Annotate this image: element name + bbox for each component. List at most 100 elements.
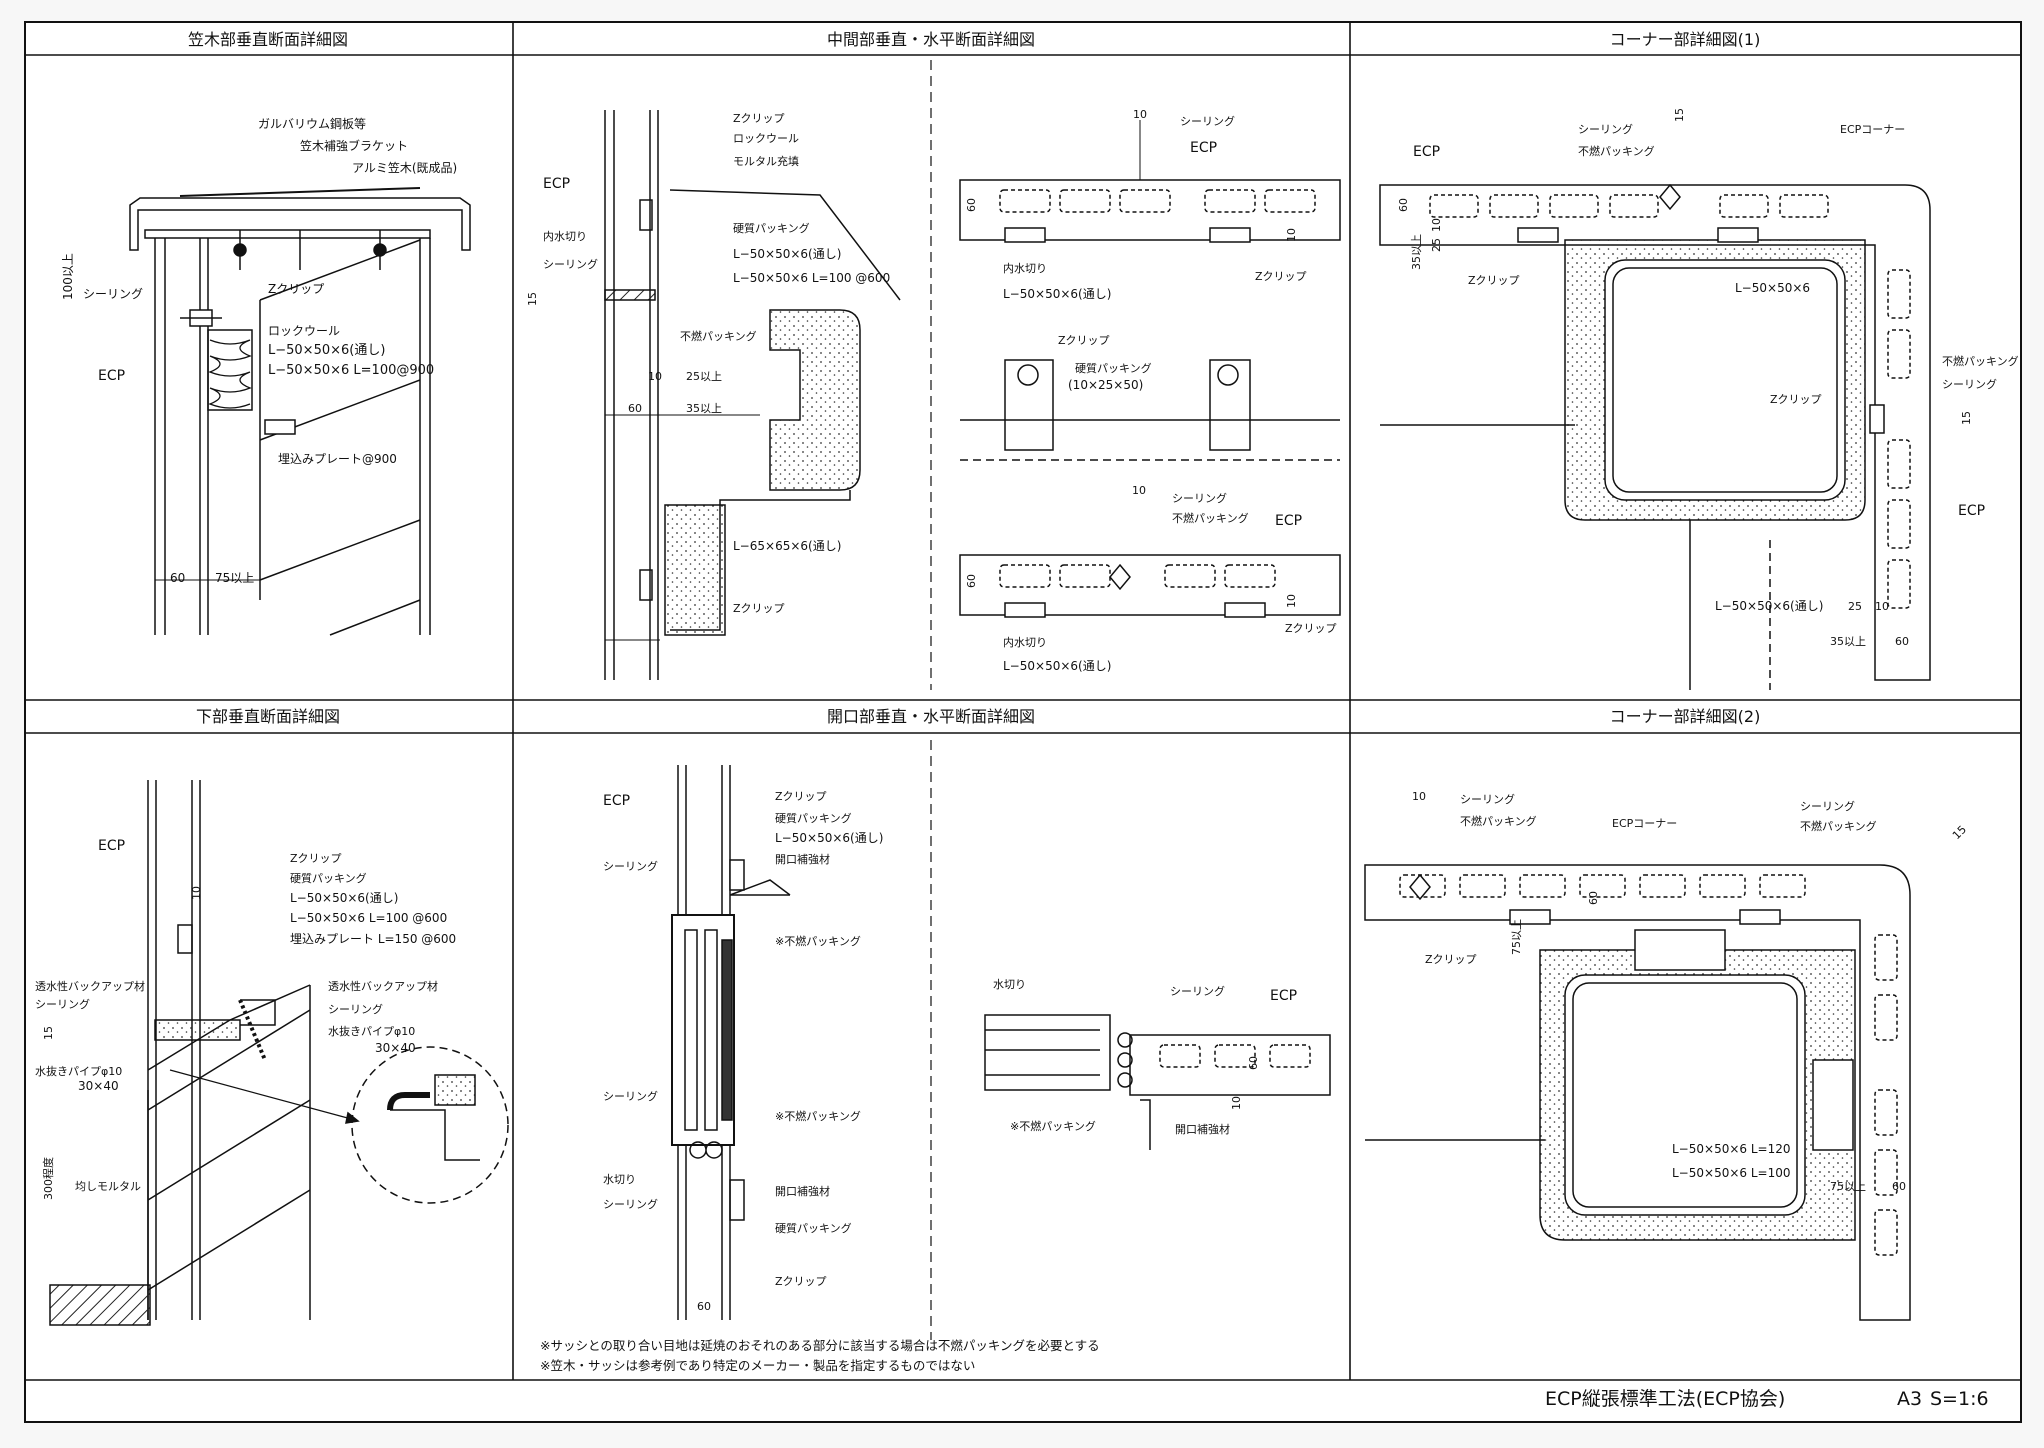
backup-label: 透水性バックアップ材 — [35, 979, 145, 993]
b-dim60-label: 60 — [965, 574, 978, 588]
h-ecp-label: ECP — [1190, 140, 1217, 156]
dim75b-label: 75以上 — [1830, 1180, 1866, 1193]
dim75-label: 75以上 — [215, 571, 254, 585]
dim10-label: 10 — [1412, 790, 1426, 803]
h-dim10-label: 10 — [1230, 1096, 1243, 1110]
corner1-labels: シーリング 不燃パッキング 15 ECPコーナー ECP 60 10 25 35… — [1397, 108, 2019, 648]
h-funen-label: ※不燃パッキング — [1010, 1119, 1096, 1133]
note2-label: ※笠木・サッシは参考例であり特定のメーカー・製品を指定するものではない — [540, 1358, 975, 1373]
chukan-drawing — [604, 110, 1341, 680]
panel-title-kabu: 下部垂直断面詳細図 — [196, 707, 340, 726]
backup2-label: 透水性バックアップ材 — [328, 979, 438, 993]
footer-title: ECP縦張標準工法(ECP協会) — [1545, 1388, 1785, 1410]
dim35-label: 35以上 — [686, 402, 722, 415]
dim15-label: 15 — [1673, 108, 1686, 122]
footer-size: A3 — [1897, 1388, 1922, 1410]
m-zclip-label: Zクリップ — [1058, 334, 1110, 347]
h-dim60-label: 60 — [1247, 1056, 1260, 1070]
angle1-label: L−50×50×6 L=120 — [1672, 1142, 1790, 1156]
ecp-label: ECP — [1413, 144, 1440, 160]
angle1-label: L−50×50×6(通し) — [290, 891, 398, 905]
zclip-label: Zクリップ — [268, 282, 324, 296]
kabu-labels: ECP Zクリップ 10 硬質パッキング L−50×50×6(通し) L−50×… — [35, 838, 456, 1200]
sealing-label: シーリング — [83, 287, 143, 301]
h-hokyo-label: 開口補強材 — [1175, 1122, 1230, 1136]
angle1-label: L−50×50×6(通し) — [733, 247, 841, 261]
h-dim10b-label: 10 — [1285, 228, 1298, 242]
funen2-label: 不燃パッキング — [1800, 819, 1877, 833]
h-angle-label: L−50×50×6(通し) — [1003, 287, 1111, 301]
dim10-label: 10 — [190, 886, 203, 900]
h-mizukiri-label: 水切り — [993, 978, 1026, 991]
dim60-label: 60 — [1397, 198, 1410, 212]
kaiko-labels: ECP Zクリップ 硬質パッキング L−50×50×6(通し) 開口補強材 シー… — [540, 790, 1297, 1373]
sealing-label: シーリング — [603, 859, 658, 873]
mizukiri-label: 水切り — [603, 1173, 636, 1186]
zclip-label: Zクリップ — [290, 852, 342, 865]
angle2-label: L−50×50×6 L=100@900 — [268, 363, 434, 378]
zclip-label: Zクリップ — [733, 112, 785, 125]
footer-scale: S=1:6 — [1930, 1388, 1989, 1410]
sealing-label: シーリング — [543, 257, 598, 271]
funen-label: 不燃パッキング — [680, 329, 757, 343]
zclip2-label: Zクリップ — [733, 602, 785, 615]
corner1-drawing — [1379, 183, 1931, 690]
panel-title-corner2: コーナー部詳細図(2) — [1610, 707, 1761, 726]
dim60b-label: 60 — [1892, 1180, 1906, 1193]
h-ecp-label: ECP — [1270, 988, 1297, 1004]
b-funen-label: 不燃パッキング — [1172, 511, 1249, 525]
corner2-drawing — [1364, 864, 1911, 1321]
panel-title-corner1: コーナー部詳細図(1) — [1610, 30, 1761, 49]
funen-label: 不燃パッキング — [1578, 144, 1655, 158]
dim15-label: 15 — [42, 1026, 55, 1040]
dim60-label: 60 — [1587, 891, 1600, 905]
angle-label: L−50×50×6 — [1735, 281, 1810, 295]
mortar-label: 均しモルタル — [75, 1180, 141, 1193]
chukan-labels: Zクリップ ロックウール モルタル充填 ECP 硬質パッキング L−50×50×… — [526, 108, 1337, 673]
dim10-label: 10 — [648, 370, 662, 383]
zclip2-label: Zクリップ — [775, 1275, 827, 1288]
ecp-label: ECP — [603, 793, 630, 809]
uchimizukiri-label: 内水切り — [543, 229, 587, 243]
funen-label: 不燃パッキング — [1460, 814, 1537, 828]
packing-label: 硬質パッキング — [290, 871, 367, 885]
packing-label: 硬質パッキング — [733, 221, 810, 235]
ecp-label: ECP — [98, 368, 125, 384]
dim60-label: 60 — [170, 571, 185, 585]
h-dim10-label: 10 — [1133, 108, 1147, 121]
dim15-label: 15 — [526, 292, 539, 306]
alumi-label: アルミ笠木(既成品) — [352, 160, 457, 175]
rockwool-label: ロックウール — [733, 132, 799, 145]
h-uchimizukiri-label: 内水切り — [1003, 261, 1047, 275]
dim10b-label: 10 — [1875, 600, 1889, 613]
sealing2-label: シーリング — [603, 1089, 658, 1103]
b-angle-label: L−50×50×6(通し) — [1003, 659, 1111, 673]
packing-label: 硬質パッキング — [775, 811, 852, 825]
zclip-label: Zクリップ — [1425, 953, 1477, 966]
funen2-label: 不燃パッキング — [1942, 354, 2019, 368]
sealing2-label: シーリング — [328, 1002, 383, 1016]
dim60b-label: 60 — [1895, 635, 1909, 648]
galvalume-label: ガルバリウム鋼板等 — [258, 117, 366, 131]
dim60-label: 60 — [628, 402, 642, 415]
angle2-label: L−50×50×6 L=100 @600 — [733, 271, 890, 285]
corner2-labels: 10 シーリング 不燃パッキング ECPコーナー シーリング 不燃パッキング 1… — [1412, 790, 1969, 1193]
angle2-label: L−50×50×6 L=100 @600 — [290, 911, 447, 925]
sealing2-label: シーリング — [1800, 799, 1855, 813]
kabu-drawing — [49, 780, 509, 1326]
sealing2-label: シーリング — [1942, 377, 1997, 391]
sealing-label: シーリング — [1460, 792, 1515, 806]
b-uchimizukiri-label: 内水切り — [1003, 635, 1047, 649]
kasagi-labels: ガルバリウム鋼板等 笠木補強ブラケット アルミ笠木(既成品) 100以上 シーリ… — [61, 117, 457, 585]
sealing-label: シーリング — [1578, 122, 1633, 136]
angle1-label: L−50×50×6(通し) — [268, 343, 385, 358]
ecp2-label: ECP — [1958, 503, 1985, 519]
dim75-label: 75以上 — [1510, 919, 1523, 955]
funen-label: ※不燃パッキング — [775, 934, 861, 948]
rockwool-label: ロックウール — [268, 324, 340, 338]
plate-label: 埋込みプレート L=150 @600 — [290, 932, 456, 946]
b-ecp-label: ECP — [1275, 513, 1302, 529]
dim15b-label: 15 — [1960, 411, 1973, 425]
angle2-label: L−50×50×6(通し) — [1715, 599, 1823, 613]
dim25-label: 25以上 — [686, 370, 722, 383]
